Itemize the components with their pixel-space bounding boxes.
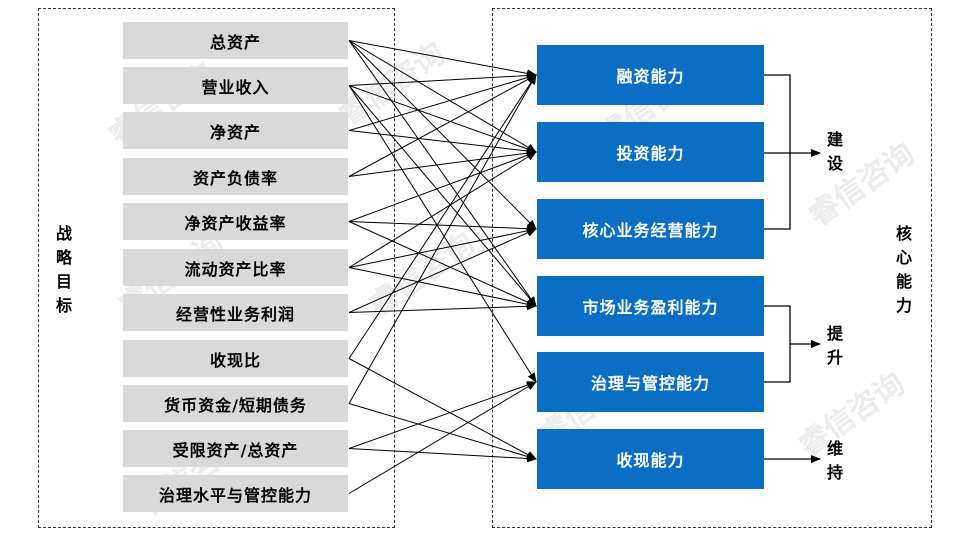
metric-capability-link bbox=[348, 71, 537, 86]
right-title-char: 力 bbox=[896, 296, 913, 315]
metric-capability-link bbox=[348, 85, 537, 153]
metric-box: 净资产收益率 bbox=[123, 203, 348, 240]
metric-box: 经营性业务利润 bbox=[123, 294, 348, 331]
metric-capability-link bbox=[348, 130, 537, 155]
metric-capability-link bbox=[348, 403, 537, 461]
group-char: 升 bbox=[827, 348, 844, 367]
group-label-improve: 提 升 bbox=[827, 322, 843, 370]
capability-box: 治理与管控能力 bbox=[537, 352, 764, 412]
metric-capability-link bbox=[348, 381, 537, 449]
left-title: 战 略 目 标 bbox=[56, 222, 72, 318]
metric-capability-link bbox=[348, 228, 537, 313]
group-char: 建 bbox=[827, 130, 844, 149]
bracket-build bbox=[764, 74, 791, 230]
right-title: 核 心 能 力 bbox=[896, 222, 912, 318]
metric-capability-link bbox=[348, 226, 537, 268]
capability-box: 市场业务盈利能力 bbox=[537, 276, 764, 336]
group-char: 维 bbox=[827, 439, 844, 458]
metric-capability-link bbox=[348, 267, 537, 309]
group-char: 持 bbox=[827, 463, 844, 482]
group-label-build: 建 设 bbox=[827, 128, 843, 176]
right-title-char: 心 bbox=[896, 248, 913, 267]
left-title-char: 战 bbox=[56, 224, 73, 243]
metric-capability-link bbox=[348, 85, 537, 307]
left-dashed-frame bbox=[38, 8, 395, 528]
metric-capability-link bbox=[348, 358, 537, 460]
right-title-char: 核 bbox=[896, 224, 913, 243]
group-label-maintain: 维 持 bbox=[827, 437, 843, 485]
metric-capability-link bbox=[348, 74, 537, 359]
metric-capability-link bbox=[348, 448, 537, 463]
metric-capability-link bbox=[348, 40, 537, 153]
metric-box: 总资产 bbox=[123, 22, 348, 59]
left-title-char: 略 bbox=[56, 248, 73, 267]
metric-capability-link bbox=[348, 151, 537, 268]
metric-box: 净资产 bbox=[123, 112, 348, 149]
metric-capability-link bbox=[348, 302, 537, 313]
capability-box: 核心业务经营能力 bbox=[537, 199, 764, 259]
capability-box: 投资能力 bbox=[537, 122, 764, 182]
metric-box: 流动资产比率 bbox=[123, 249, 348, 286]
capability-box: 收现能力 bbox=[537, 429, 764, 489]
right-title-char: 能 bbox=[896, 272, 913, 291]
metric-box: 营业收入 bbox=[123, 67, 348, 104]
left-title-char: 目 bbox=[56, 272, 73, 291]
metric-box: 资产负债率 bbox=[123, 158, 348, 195]
bracket-improve bbox=[764, 305, 791, 383]
left-title-char: 标 bbox=[56, 296, 73, 315]
metric-box: 货币资金/短期债务 bbox=[123, 385, 348, 422]
capability-box: 融资能力 bbox=[537, 45, 764, 105]
metric-capability-link bbox=[348, 74, 537, 404]
metric-box: 受限资产/总资产 bbox=[123, 430, 348, 467]
metric-capability-link bbox=[348, 85, 537, 383]
metric-capability-link bbox=[348, 40, 537, 78]
metric-box: 治理水平与管控能力 bbox=[123, 475, 348, 512]
metric-capability-link bbox=[348, 73, 537, 131]
metric-box: 收现比 bbox=[123, 340, 348, 377]
metric-capability-link bbox=[348, 40, 537, 307]
metric-capability-link bbox=[348, 381, 537, 494]
metric-capability-link bbox=[348, 40, 537, 230]
metric-capability-link bbox=[348, 221, 537, 307]
right-dashed-frame bbox=[492, 8, 932, 528]
metric-capability-link bbox=[348, 221, 537, 233]
metric-capability-link bbox=[348, 149, 537, 177]
group-char: 设 bbox=[827, 154, 844, 173]
metric-capability-link bbox=[348, 74, 537, 177]
group-char: 提 bbox=[827, 324, 844, 343]
metric-capability-link bbox=[348, 151, 537, 222]
